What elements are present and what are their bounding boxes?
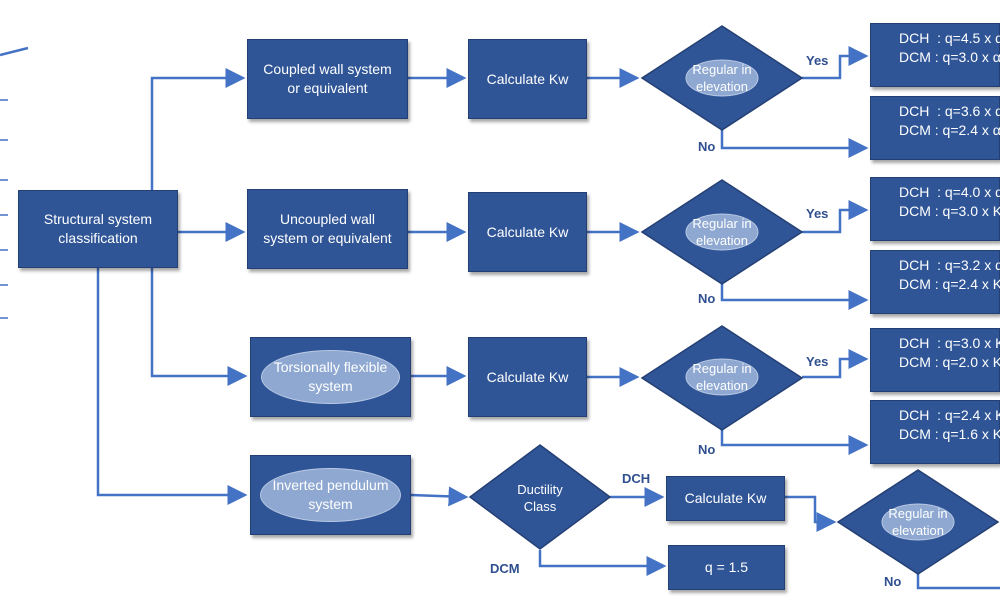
coupled-wall-box: Coupled wall system or equivalent [247,39,408,119]
decision-3: Regular in elevation [640,325,804,431]
decision-2-line2: elevation [696,233,748,248]
yes-label-2: Yes [806,206,829,221]
uncoupled-wall-box: Uncoupled wall system or equivalent [247,189,408,269]
arrow-no-1 [720,130,869,158]
arrow-no-3 [720,428,869,455]
ductility-line1: Ductility [517,482,563,497]
arrow-root-coupled [150,68,246,190]
yes-label-3: Yes [806,354,829,369]
decision-4-line2: elevation [892,523,944,538]
arrow-no-4 [916,572,1000,590]
arrow-dcm [538,550,667,576]
q-const-box: q = 1.5 [668,545,785,590]
arrow-root-pendulum [96,268,248,505]
no-label-1: No [698,139,716,154]
decision-3-line2: elevation [696,378,748,393]
decision-ductility: Ductility Class [468,444,612,550]
decision-4-line1: Regular in [888,506,947,521]
calc-kw-box-2: Calculate Kw [468,192,587,272]
no-label-4: No [884,574,902,589]
arrow-yes-1 [802,46,869,80]
edge-fragments [0,99,8,319]
decision-1: Regular in elevation [640,25,804,131]
root-box: Structural system classification [18,190,178,268]
ductility-line2: Class [524,499,557,514]
arrow-root-torsional [150,268,248,386]
edge-fragment [0,46,29,57]
no-label-3: No [698,442,716,457]
pendulum-label: Inverted pendulum system [259,468,402,522]
calc-kw-box-4: Calculate Kw [666,476,785,521]
dch-label: DCH [622,471,651,486]
torsional-label: Torsionally flexible system [260,350,401,404]
decision-4: Regular in elevation [836,469,1000,575]
arrow-yes-3 [802,349,869,379]
pendulum-box: Inverted pendulum system [250,455,411,535]
decision-3-line1: Regular in [692,361,751,376]
arrow-calc-decision-4 [785,495,837,532]
decision-2-line1: Regular in [692,216,751,231]
torsional-box: Torsionally flexible system [250,337,411,417]
arrow-no-2 [720,283,869,310]
decision-1-line1: Regular in [692,62,751,77]
dcm-label: DCM [490,561,520,576]
calc-kw-box-1: Calculate Kw [468,39,587,119]
decision-2: Regular in elevation [640,179,804,285]
output-box-6: DCH : q=2.4 x K DCM : q=1.6 x K [870,400,1000,464]
arrow-pendulum-ductility [410,486,469,507]
output-box-4: DCH : q=3.2 x α DCM : q=2.4 x K [870,250,1000,314]
output-box-3: DCH : q=4.0 x α DCM : q=3.0 x K [870,177,1000,241]
output-box-5: DCH : q=3.0 x K DCM : q=2.0 x K [870,328,1000,392]
output-box-2: DCH : q=3.6 x α DCM : q=2.4 x α [870,96,1000,160]
output-box-1: DCH : q=4.5 x α DCM : q=3.0 x α [870,23,1000,87]
decision-1-line2: elevation [696,79,748,94]
arrow-yes-2 [802,200,869,234]
no-label-2: No [698,291,716,306]
calc-kw-box-3: Calculate Kw [468,337,587,417]
yes-label-1: Yes [806,53,829,68]
